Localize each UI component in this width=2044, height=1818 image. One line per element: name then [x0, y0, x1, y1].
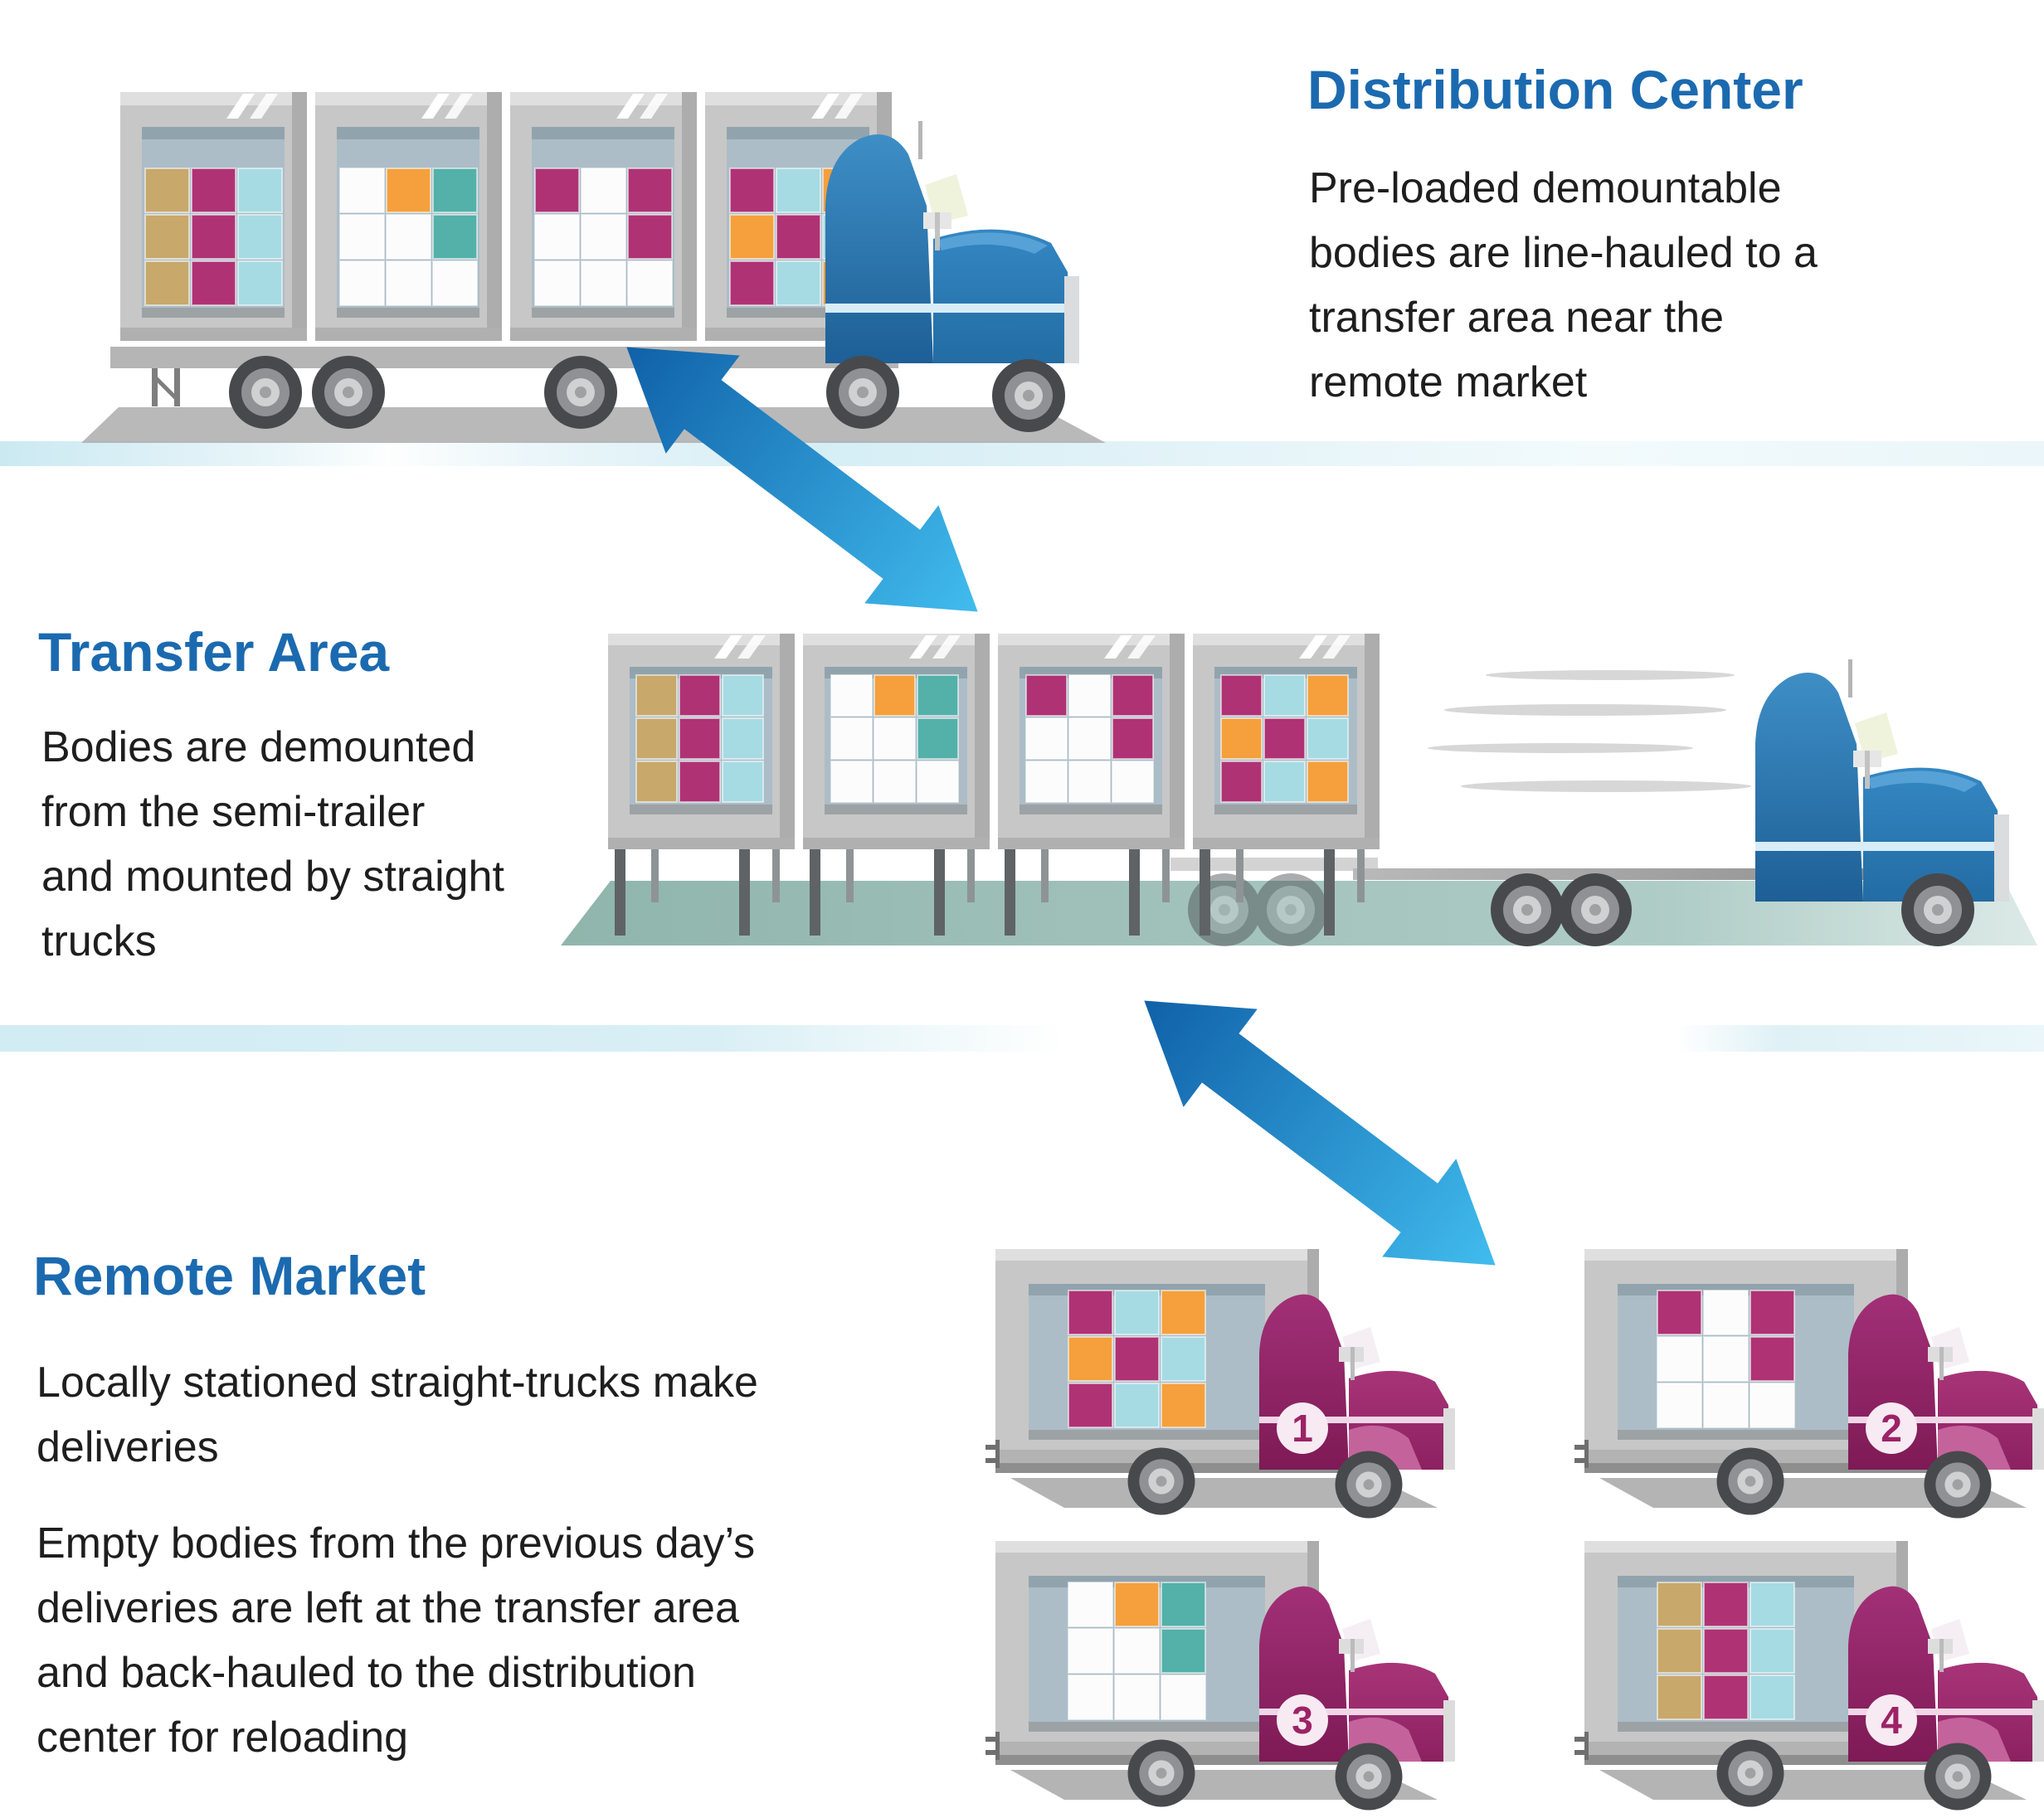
delivery-truck-3: 3 — [986, 1541, 1455, 1811]
transfer-arrow-1 — [626, 347, 978, 612]
truck-number-badge — [1277, 1402, 1328, 1454]
demountable-body — [120, 92, 307, 341]
truck-number: 4 — [1881, 1699, 1902, 1742]
distribution-center-description: Pre-loaded demountable bodies are line-h… — [1309, 164, 1818, 406]
transfer-area-description: Bodies are demounted from the semi-trail… — [41, 723, 504, 965]
demounted-body — [803, 634, 990, 936]
transfer-arrow-2 — [1144, 1000, 1496, 1266]
demounted-body — [1193, 634, 1380, 936]
truck-number: 1 — [1292, 1407, 1313, 1450]
demountable-body — [315, 92, 502, 341]
trailer-wheel — [229, 356, 302, 429]
speed-lines — [1428, 670, 1751, 792]
truck-number-badge — [1277, 1694, 1328, 1746]
transfer-area-illustration — [561, 634, 2037, 946]
tractor-cab — [1755, 659, 2009, 902]
divider-band-2 — [0, 1025, 2044, 1052]
truck-number-badge — [1866, 1402, 1917, 1454]
tractor-wheel — [1901, 873, 1974, 946]
remote-market-description-2: Empty bodies from the previous day’s del… — [36, 1519, 756, 1762]
delivery-truck-4: 4 — [1574, 1541, 2044, 1811]
trailer-wheel — [312, 356, 385, 429]
remote-market-title: Remote Market — [33, 1245, 426, 1306]
demountable-body — [510, 92, 697, 341]
semi-truck-illustration — [81, 92, 1106, 443]
chassis-wheel — [1491, 873, 1564, 946]
transfer-area-title: Transfer Area — [38, 621, 390, 683]
delivery-truck-1: 1 — [986, 1249, 1455, 1519]
demounted-body — [998, 634, 1185, 936]
remote-market-description-1: Locally stationed straight-trucks make d… — [36, 1359, 758, 1471]
chassis-wheel — [1559, 873, 1632, 946]
truck-number: 2 — [1881, 1407, 1902, 1450]
truck-number: 3 — [1292, 1699, 1313, 1742]
divider-band-1 — [0, 441, 2044, 466]
truck-number-badge — [1866, 1694, 1917, 1746]
distribution-center-title: Distribution Center — [1307, 59, 1803, 120]
demounted-body — [608, 634, 795, 936]
delivery-truck-2: 2 — [1574, 1249, 2044, 1519]
